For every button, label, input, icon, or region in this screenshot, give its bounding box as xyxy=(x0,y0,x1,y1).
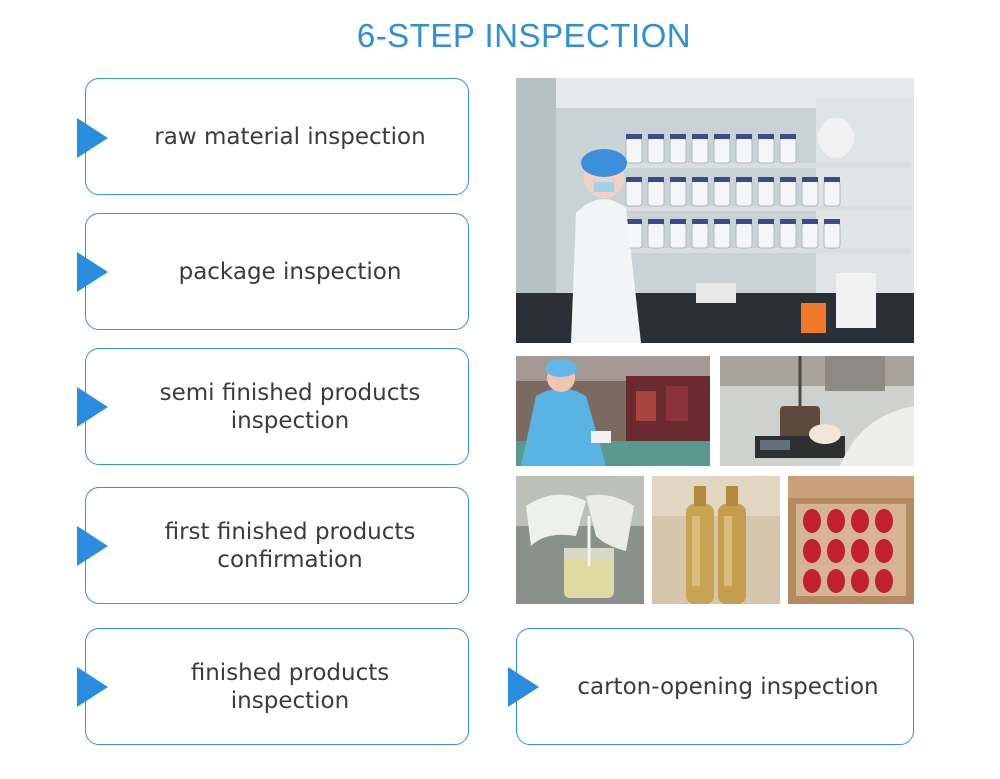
step-semi-finished-products-inspection: semi finished products inspection xyxy=(85,348,469,465)
step-label: semi finished products inspection xyxy=(159,379,421,434)
page-title: 6-STEP INSPECTION xyxy=(356,17,692,54)
step-label: first finished products confirmation xyxy=(164,518,416,573)
triangle-arrow-icon xyxy=(508,667,539,707)
step-first-finished-products-confirmation: first finished products confirmation xyxy=(85,487,469,604)
triangle-arrow-icon xyxy=(77,387,108,427)
gold-bottles-photo xyxy=(652,476,780,604)
step-finished-products-inspection: finished products inspection xyxy=(85,628,469,745)
carton-bottles-photo xyxy=(788,476,914,604)
packaging-worker-photo xyxy=(516,356,710,466)
step-label: package inspection xyxy=(178,258,402,285)
triangle-arrow-icon xyxy=(77,526,108,566)
step-carton-opening-inspection: carton-opening inspection xyxy=(516,628,914,745)
step-label: finished products inspection xyxy=(190,659,390,714)
triangle-arrow-icon xyxy=(77,118,108,158)
step-package-inspection: package inspection xyxy=(85,213,469,330)
triangle-arrow-icon xyxy=(77,252,108,292)
lab-photo xyxy=(516,78,914,343)
liquid-beaker-photo xyxy=(516,476,644,604)
triangle-arrow-icon xyxy=(77,667,108,707)
mixing-machine-photo xyxy=(720,356,914,466)
step-label: carton-opening inspection xyxy=(577,673,879,700)
step-label: raw material inspection xyxy=(154,123,426,150)
step-raw-material-inspection: raw material inspection xyxy=(85,78,469,195)
